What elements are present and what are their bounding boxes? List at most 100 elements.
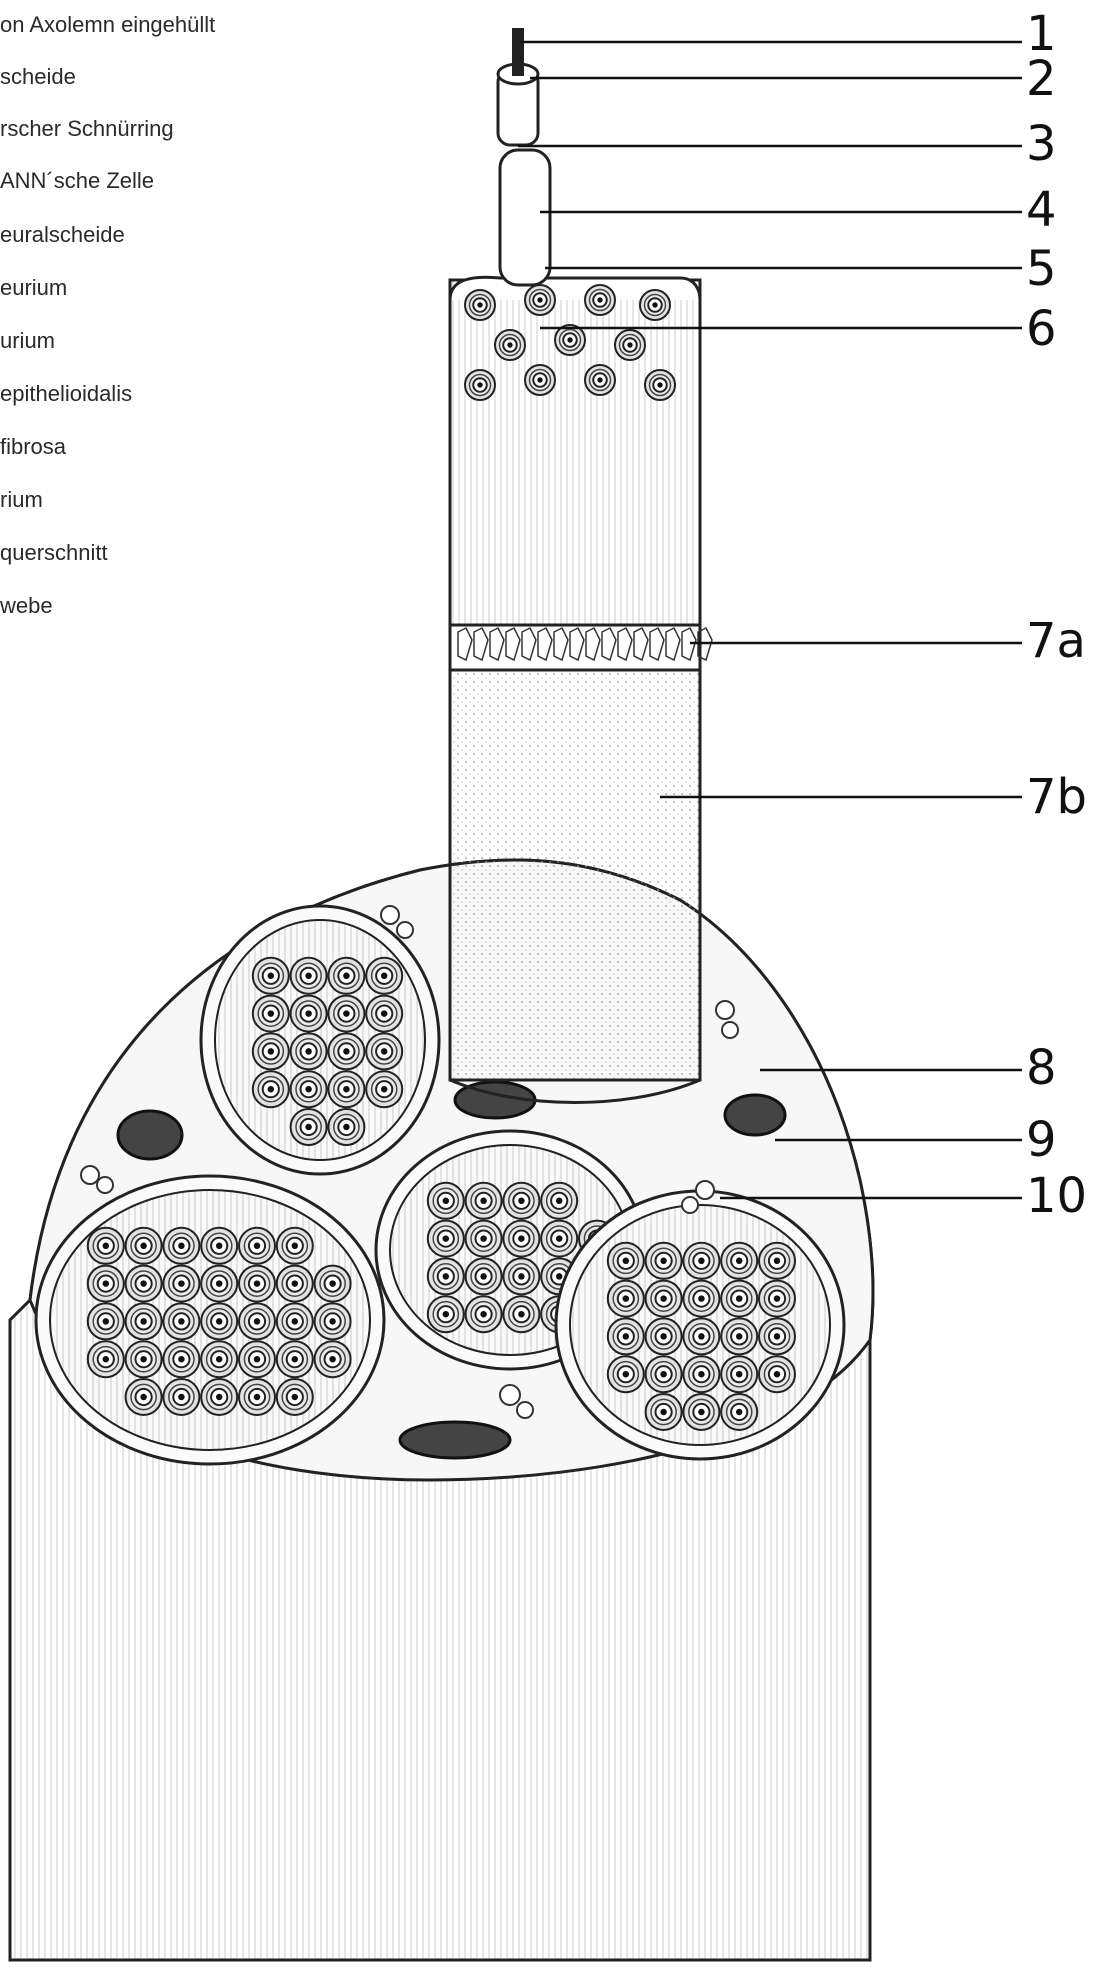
nerve-fiber [608,1318,644,1354]
blood-vessel [118,1111,182,1159]
nerve-fiber [163,1266,199,1302]
nerve-fiber [291,1071,327,1107]
nerve-fiber [759,1243,795,1279]
nerve-fiber [201,1341,237,1377]
nerve-fiber [683,1356,719,1392]
nerve-fiber [239,1341,275,1377]
nerve-fiber [759,1318,795,1354]
nerve-fiber [88,1266,124,1302]
nerve-fiber [683,1318,719,1354]
nerve-fiber [465,290,495,320]
nerve-fiber [201,1303,237,1339]
nerve-fiber [646,1394,682,1430]
nerve-fiber [328,1071,364,1107]
nerve-fiber [291,1033,327,1069]
nerve-fiber [721,1281,757,1317]
nerve-fiber [315,1341,351,1377]
nerve-fiber [277,1341,313,1377]
nerve-fiber [646,1281,682,1317]
nerve-fiber [503,1296,539,1332]
nerve-fiber [253,996,289,1032]
fascicle [201,906,439,1174]
label-5: 5 [1026,245,1057,293]
nerve-fiber [428,1296,464,1332]
nerve-fiber [585,365,615,395]
nerve-fiber [759,1281,795,1317]
label-10: 10 [1026,1172,1087,1220]
label-6: 6 [1026,305,1057,353]
nerve-fiber [163,1228,199,1264]
nerve-fiber [163,1341,199,1377]
nerve-fiber [328,996,364,1032]
nerve-fiber [525,365,555,395]
nerve-fiber [315,1266,351,1302]
nerve-fiber [721,1243,757,1279]
nerve-fiber [253,1033,289,1069]
nerve-fiber [328,1109,364,1145]
label-3: 3 [1026,120,1057,168]
nerve-fiber [88,1341,124,1377]
nerve-fiber [465,370,495,400]
nerve-fiber [366,1033,402,1069]
label-7a: 7a [1026,617,1086,665]
blood-vessel [400,1422,510,1458]
nerve-fiber [683,1243,719,1279]
fascicle [36,1176,384,1464]
nerve-fiber [495,330,525,360]
nerve-fiber [683,1394,719,1430]
nerve-fiber [163,1379,199,1415]
nerve-fiber [277,1266,313,1302]
nerve-fiber [277,1303,313,1339]
neurilemma [500,150,550,285]
nerve-fiber [328,1033,364,1069]
nerve-fiber [608,1243,644,1279]
nerve-fiber [239,1228,275,1264]
nerve-fiber [645,370,675,400]
nerve-fiber [646,1356,682,1392]
label-7b: 7b [1026,773,1087,821]
nerve-fiber [608,1281,644,1317]
nerve-fiber [126,1266,162,1302]
label-2: 2 [1026,55,1057,103]
nerve-fiber [608,1356,644,1392]
nerve-fiber [126,1379,162,1415]
nerve-fiber [88,1303,124,1339]
nerve-fiber [366,958,402,994]
nerve-fiber [315,1303,351,1339]
nerve-fiber [201,1379,237,1415]
nerve-fiber [759,1356,795,1392]
nerve-fiber [466,1183,502,1219]
nerve-fiber [646,1318,682,1354]
nerve-fiber [366,996,402,1032]
axon [512,28,524,76]
nerve-fiber [163,1303,199,1339]
nerve-fiber [541,1221,577,1257]
nerve-fiber [466,1296,502,1332]
nerve-fiber [126,1303,162,1339]
nerve-fiber [503,1258,539,1294]
nerve-fiber [239,1266,275,1302]
nerve-fiber [428,1221,464,1257]
label-9: 9 [1026,1116,1057,1164]
nerve-fiber [428,1183,464,1219]
nerve-fiber [291,1109,327,1145]
nerve-fiber [721,1318,757,1354]
nerve-fiber [503,1183,539,1219]
nerve-fiber [366,1071,402,1107]
nerve-fiber [721,1356,757,1392]
nerve-fiber [239,1303,275,1339]
nerve-fiber [291,958,327,994]
nerve-fiber [201,1266,237,1302]
nerve-fiber [555,325,585,355]
nerve-fiber [253,958,289,994]
nerve-fiber [126,1228,162,1264]
blood-vessel [725,1095,785,1135]
nerve-fiber [646,1243,682,1279]
nerve-fiber [201,1228,237,1264]
nerve-fiber [683,1281,719,1317]
label-8: 8 [1026,1044,1057,1092]
label-4: 4 [1026,186,1057,234]
nerve-fiber [88,1228,124,1264]
